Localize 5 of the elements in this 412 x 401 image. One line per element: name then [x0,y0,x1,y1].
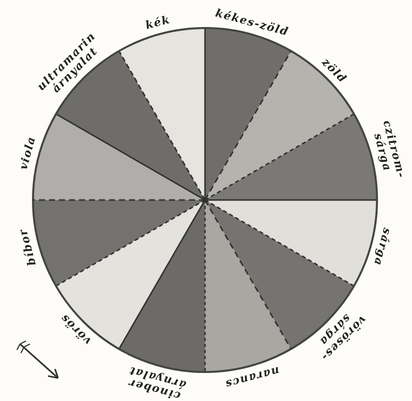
hue-label: sárga [370,226,395,270]
hue-label: viola [16,133,40,173]
hue-label: czitrom-sárga [370,118,409,182]
hue-label: bíbor [16,226,40,270]
hue-label: kék [142,12,172,34]
